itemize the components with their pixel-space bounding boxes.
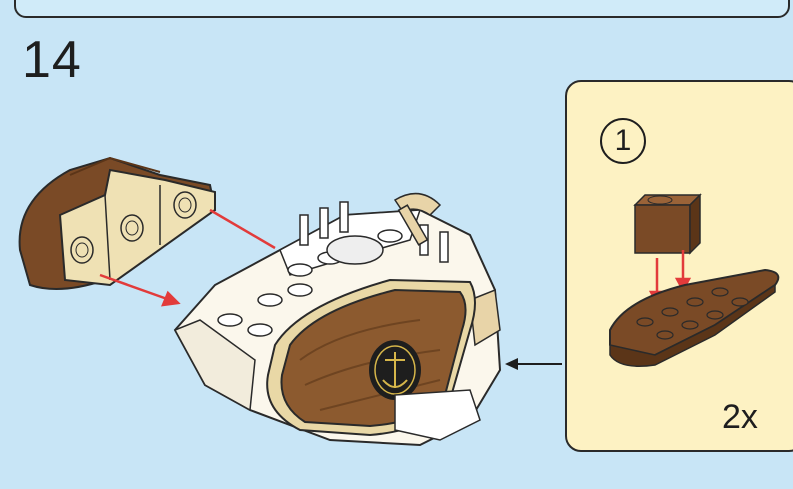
brown-wedge-plate [610, 270, 778, 366]
step-arrow-icon [505, 358, 562, 370]
anchor-emblem-icon [369, 340, 421, 400]
substep-illustration [565, 80, 793, 452]
brown-brick [635, 195, 700, 253]
detached-wheel-cover [20, 158, 215, 289]
quantity-label: 2x [722, 398, 758, 437]
